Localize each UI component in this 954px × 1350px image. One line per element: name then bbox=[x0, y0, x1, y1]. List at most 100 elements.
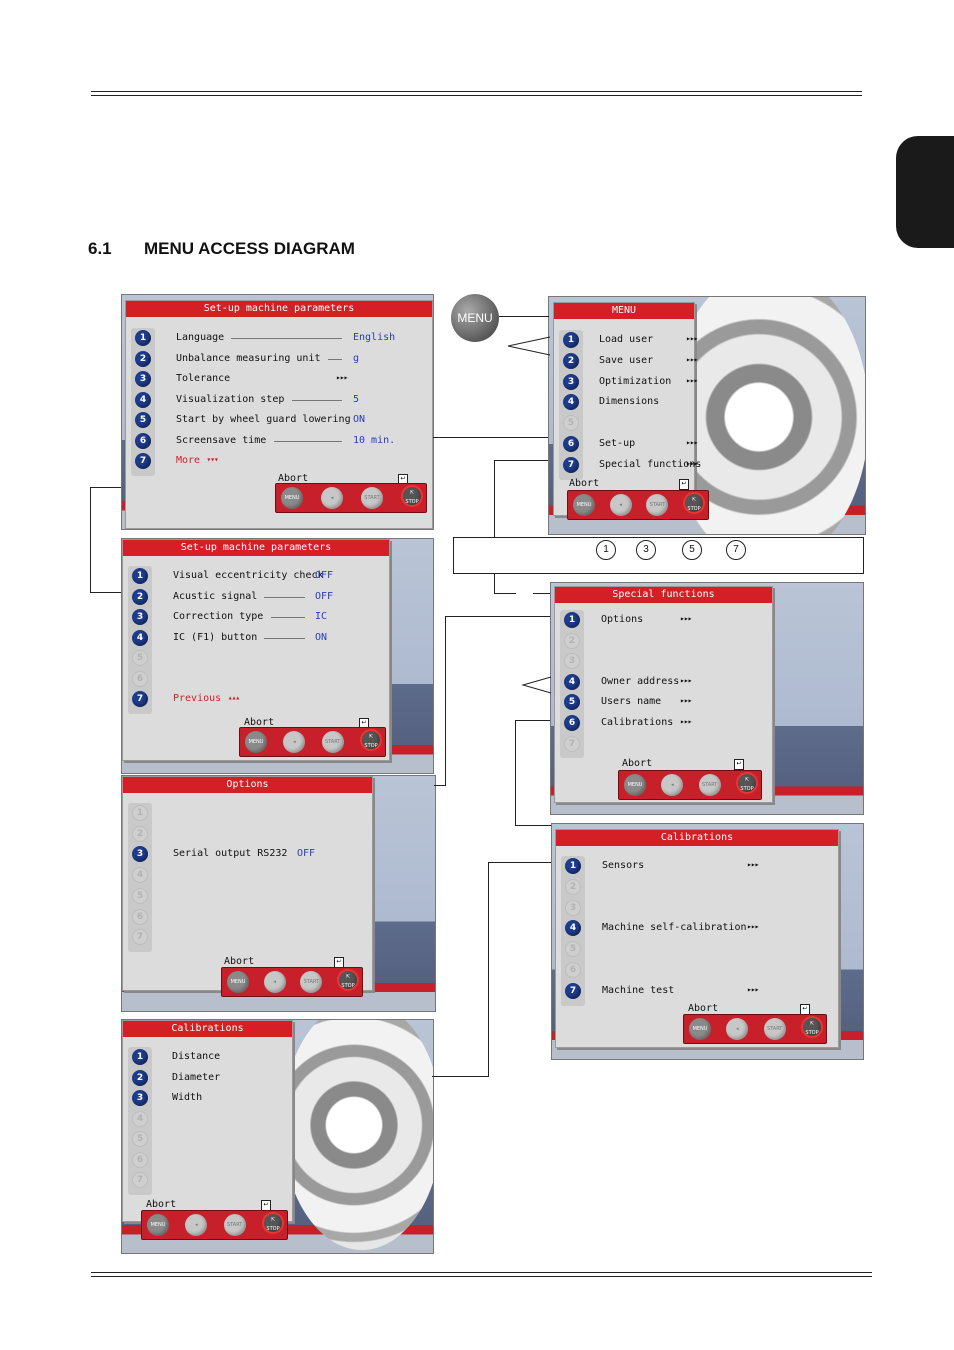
menu-button[interactable]: MENU bbox=[689, 1018, 711, 1040]
menu-key-button[interactable]: MENU bbox=[451, 294, 499, 342]
menu-item-sensors[interactable]: Sensors▸▸▸ bbox=[602, 860, 759, 871]
menu-number-key-7[interactable]: 7 bbox=[563, 456, 579, 473]
stop-button[interactable]: ⇱ STOP bbox=[801, 1016, 823, 1038]
left-arrow-button[interactable]: ◂ bbox=[726, 1018, 749, 1040]
menu-item-owner-address[interactable]: Owner address▸▸▸ bbox=[601, 676, 692, 687]
menu-number-key-3[interactable]: 3 bbox=[565, 899, 581, 916]
menu-item-users-name[interactable]: Users name▸▸▸ bbox=[601, 696, 692, 707]
menu-number-key-3[interactable]: 3 bbox=[132, 609, 148, 625]
menu-number-key-2[interactable]: 2 bbox=[564, 632, 580, 649]
menu-item-width[interactable]: Width bbox=[172, 1092, 202, 1103]
menu-number-key-5[interactable]: 5 bbox=[132, 650, 148, 666]
menu-number-key-7[interactable]: 7 bbox=[132, 929, 148, 946]
menu-button[interactable]: MENU bbox=[281, 487, 303, 509]
menu-item-machine-self-calibration[interactable]: Machine self-calibration▸▸▸ bbox=[602, 922, 759, 933]
menu-number-key-3[interactable]: 3 bbox=[135, 371, 151, 387]
menu-item-previous[interactable]: Previous▴▴▴ bbox=[173, 693, 240, 704]
stop-button[interactable]: ⇱ STOP bbox=[736, 772, 758, 794]
menu-item-optimization[interactable]: Optimization▸▸▸ bbox=[599, 376, 698, 387]
menu-number-key-7[interactable]: 7 bbox=[132, 1172, 148, 1188]
menu-number-key-2[interactable]: 2 bbox=[132, 825, 148, 842]
menu-number-key-1[interactable]: 1 bbox=[132, 805, 148, 821]
menu-item-save-user[interactable]: Save user▸▸▸ bbox=[599, 355, 698, 366]
menu-number-key-5[interactable]: 5 bbox=[135, 412, 151, 428]
start-button[interactable]: START bbox=[321, 731, 344, 753]
menu-item-special-functions[interactable]: Special functions▸▸▸ bbox=[599, 459, 701, 470]
menu-number-key-1[interactable]: 1 bbox=[135, 330, 151, 346]
start-button[interactable]: START bbox=[361, 487, 383, 509]
menu-number-key-3[interactable]: 3 bbox=[564, 653, 580, 670]
left-arrow-button[interactable]: ◂ bbox=[263, 971, 286, 993]
menu-item-machine-test[interactable]: Machine test▸▸▸ bbox=[602, 985, 759, 996]
menu-number-key-5[interactable]: 5 bbox=[564, 694, 580, 711]
menu-number-key-7[interactable]: 7 bbox=[132, 691, 148, 707]
start-button[interactable]: START bbox=[698, 774, 721, 796]
menu-number-key-5[interactable]: 5 bbox=[132, 887, 148, 904]
stop-button[interactable]: ⇱ STOP bbox=[262, 1212, 284, 1234]
left-arrow-button[interactable]: ◂ bbox=[321, 487, 343, 509]
start-button[interactable]: START bbox=[763, 1018, 786, 1040]
menu-number-key-3[interactable]: 3 bbox=[132, 846, 148, 863]
stop-button[interactable]: ⇱ STOP bbox=[360, 729, 382, 751]
menu-number-key-6[interactable]: 6 bbox=[132, 1151, 148, 1168]
menu-number-key-6[interactable]: 6 bbox=[565, 962, 581, 978]
menu-item-set-up[interactable]: Set-up▸▸▸ bbox=[599, 438, 698, 449]
stop-button[interactable]: ⇱ STOP bbox=[683, 492, 705, 514]
menu-number-key-4[interactable]: 4 bbox=[132, 867, 148, 884]
menu-number-key-2[interactable]: 2 bbox=[132, 1069, 148, 1086]
menu-number-key-6[interactable]: 6 bbox=[132, 908, 148, 925]
menu-number-key-7[interactable]: 7 bbox=[135, 453, 151, 469]
menu-number-key-6[interactable]: 6 bbox=[563, 436, 579, 452]
menu-number-key-1[interactable]: 1 bbox=[565, 858, 581, 874]
menu-number-key-6[interactable]: 6 bbox=[132, 670, 148, 687]
menu-number-key-1[interactable]: 1 bbox=[564, 612, 580, 628]
menu-item-options[interactable]: Options▸▸▸ bbox=[601, 614, 692, 625]
left-arrow-button[interactable]: ◂ bbox=[609, 494, 632, 516]
menu-number-key-4[interactable]: 4 bbox=[132, 1110, 148, 1127]
menu-number-key-1[interactable]: 1 bbox=[563, 332, 579, 348]
menu-number-key-4[interactable]: 4 bbox=[132, 629, 148, 646]
menu-button[interactable]: MENU bbox=[624, 774, 646, 796]
menu-number-key-6[interactable]: 6 bbox=[135, 432, 151, 449]
menu-number-key-5[interactable]: 5 bbox=[563, 415, 579, 432]
menu-item-calibrations[interactable]: Calibrations▸▸▸ bbox=[601, 717, 692, 728]
stop-button[interactable]: ⇱ STOP bbox=[401, 485, 423, 507]
start-button[interactable]: START bbox=[223, 1214, 246, 1236]
menu-number-key-2[interactable]: 2 bbox=[563, 352, 579, 369]
menu-number-key-1[interactable]: 1 bbox=[132, 1049, 148, 1065]
menu-number-key-2[interactable]: 2 bbox=[135, 350, 151, 367]
menu-button[interactable]: MENU bbox=[227, 971, 249, 993]
left-arrow-button[interactable]: ◂ bbox=[185, 1214, 208, 1236]
menu-number-key-4[interactable]: 4 bbox=[564, 673, 580, 690]
menu-number-key-4[interactable]: 4 bbox=[563, 394, 579, 411]
menu-number-key-7[interactable]: 7 bbox=[565, 982, 581, 999]
menu-number-key-5[interactable]: 5 bbox=[565, 941, 581, 958]
menu-number-key-5[interactable]: 5 bbox=[132, 1131, 148, 1147]
menu-number-key-3[interactable]: 3 bbox=[563, 373, 579, 390]
menu-item-more[interactable]: More▾▾▾ bbox=[176, 455, 219, 466]
menu-item-dimensions[interactable]: Dimensions bbox=[599, 396, 659, 407]
menu-number-key-3[interactable]: 3 bbox=[132, 1090, 148, 1106]
left-arrow-button[interactable]: ◂ bbox=[661, 774, 684, 796]
menu-button[interactable]: MENU bbox=[245, 731, 267, 753]
start-button[interactable]: START bbox=[300, 971, 323, 993]
menu-number-key-4[interactable]: 4 bbox=[135, 391, 151, 408]
menu-number-key-6[interactable]: 6 bbox=[564, 715, 580, 731]
menu-number-key-1[interactable]: 1 bbox=[132, 568, 148, 584]
menu-button[interactable]: MENU bbox=[147, 1214, 169, 1236]
stop-button[interactable]: ⇱ STOP bbox=[337, 969, 359, 991]
menu-item-diameter[interactable]: Diameter bbox=[172, 1072, 220, 1083]
left-arrow-button[interactable]: ◂ bbox=[283, 731, 306, 753]
menu-number-key-2[interactable]: 2 bbox=[565, 878, 581, 895]
menu-item-distance[interactable]: Distance bbox=[172, 1051, 220, 1062]
